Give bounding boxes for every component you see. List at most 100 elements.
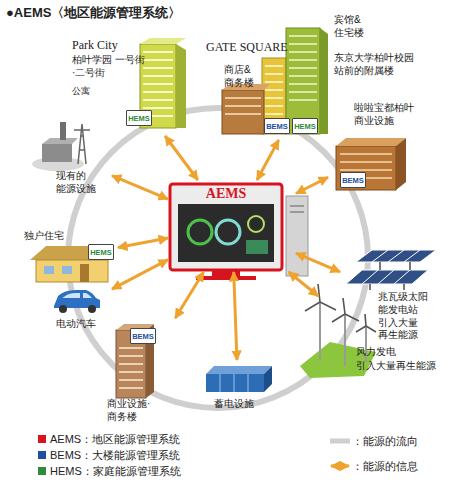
facility-node: 蓄电设施 [200, 360, 276, 416]
aems-computer: AEMS [168, 180, 296, 272]
aems-computer [286, 196, 308, 276]
node-label: 商店& 商务楼 [224, 64, 270, 89]
facility-node: 独户住宅 HEMS [18, 230, 118, 284]
node-label: 东京大学柏叶校园 站前的附属楼 [334, 52, 434, 77]
system-tag-label: HEMS [127, 114, 151, 123]
gate-square-buildings [265, 66, 283, 114]
house [44, 266, 54, 274]
apartment-building [140, 38, 186, 44]
node-label: 商业设施· 商务楼 [107, 398, 161, 423]
node-label: AEMS [168, 185, 284, 203]
shopping-mall [336, 138, 406, 190]
battery-storage [206, 366, 272, 374]
wind-turbines [305, 284, 376, 332]
aems-computer [212, 270, 240, 276]
facility-node: 风力发电引入大量再生能源 [300, 296, 440, 380]
solar-panels [370, 262, 410, 290]
power-plant-icon [32, 122, 90, 171]
aems-computer [216, 220, 240, 244]
node-label: 柏叶学园 一号街·二号街 [72, 54, 148, 79]
legend-label: ：能源的信息 [352, 460, 418, 472]
facility-node: Park City柏叶学园 一号街·二号街公寓 HEMS [68, 36, 188, 136]
node-label: 引入大量再生能源 [356, 360, 436, 372]
information-arrow [112, 176, 168, 200]
gate-square-buildings [286, 28, 320, 134]
system-tag-label: HEMS [89, 248, 113, 257]
system-tag: BEMS [130, 328, 156, 344]
battery-storage [206, 366, 272, 392]
node-label: 兆瓦级太阳 能发电站 [378, 291, 434, 316]
facility-node: 兆瓦级太阳 能发电站引入大量 再生能源 [340, 245, 445, 343]
commercial-building [119, 348, 143, 388]
legend-label: AEMS：地区能源管理系统 [50, 433, 180, 445]
legend-swatch [38, 467, 46, 475]
legend-label: HEMS：家庭能源管理系统 [50, 465, 181, 477]
node-label: Park City [72, 38, 118, 53]
legend-row: BEMS：大楼能源管理系统 [38, 448, 180, 462]
shopping-mall [396, 138, 406, 190]
node-label: 风力发电 [356, 346, 396, 359]
battery-storage [220, 374, 248, 392]
electric-car [54, 290, 100, 313]
node-label: 独户住宅 [24, 230, 64, 243]
system-tag: HEMS [126, 110, 152, 126]
system-tag-label: BEMS [265, 122, 289, 131]
node-label: 蓄电设施 [214, 398, 254, 411]
node-label: 公寓 [72, 86, 90, 97]
commercial-building [116, 324, 154, 398]
power-plant-icon [42, 144, 72, 162]
information-arrow [289, 272, 319, 296]
diagram-title: ●AEMS〈地区能源管理系统〉 [6, 4, 181, 22]
electric-car [59, 305, 67, 313]
system-tag: BEMS [340, 172, 366, 188]
legend-samples [331, 465, 349, 468]
legend-row: ：能源的流向 [352, 434, 418, 448]
facility-node: 现有的 能源设施 [28, 116, 112, 200]
legend-label: ：能源的流向 [352, 435, 418, 447]
information-arrow [112, 260, 168, 289]
aems-computer [246, 240, 268, 254]
gate-square-buildings [320, 28, 328, 134]
battery-storage [206, 374, 264, 392]
legend-samples [330, 441, 350, 466]
legend-row: HEMS：家庭能源管理系统 [38, 464, 181, 478]
gate-square-buildings [222, 90, 264, 134]
information-arrow [296, 253, 340, 272]
information-arrow [165, 136, 198, 180]
apartment-building [143, 52, 173, 116]
node-label: GATE SQUARE [206, 40, 288, 55]
house [30, 246, 114, 282]
aems-computer [290, 206, 304, 212]
aems-computer [196, 276, 256, 280]
node-label: 电动汽车 [56, 318, 96, 331]
legend-row: ：能源的信息 [352, 459, 418, 473]
information-arrow [234, 272, 237, 360]
gate-square-buildings [225, 98, 261, 114]
information-arrow [118, 238, 168, 247]
system-tag: BEMS [264, 118, 290, 134]
facility-node: 商业设施· 商务楼 BEMS [104, 318, 180, 426]
battery-storage [264, 366, 272, 392]
aems-computer [178, 204, 274, 262]
shopping-mall [336, 138, 406, 146]
power-plant-icon [74, 124, 90, 164]
system-tag-label: HEMS [293, 122, 317, 131]
house [80, 264, 89, 282]
solar-panels [362, 250, 420, 284]
information-arrow [257, 140, 279, 180]
aems-computer [188, 220, 212, 244]
node-label: 宾馆& 住宅楼 [334, 14, 380, 39]
electric-car [62, 293, 92, 298]
legend-samples [330, 439, 350, 444]
information-arrow [175, 272, 203, 318]
house [62, 266, 72, 274]
node-label: 引入大量 再生能源 [378, 317, 426, 341]
facility-node: 电动汽车 [40, 282, 112, 334]
system-tag: HEMS [88, 244, 114, 260]
system-tag-label: BEMS [341, 176, 365, 185]
electric-car [88, 305, 96, 313]
node-label: 啦啦宝都柏叶 商业设施 [354, 102, 434, 127]
